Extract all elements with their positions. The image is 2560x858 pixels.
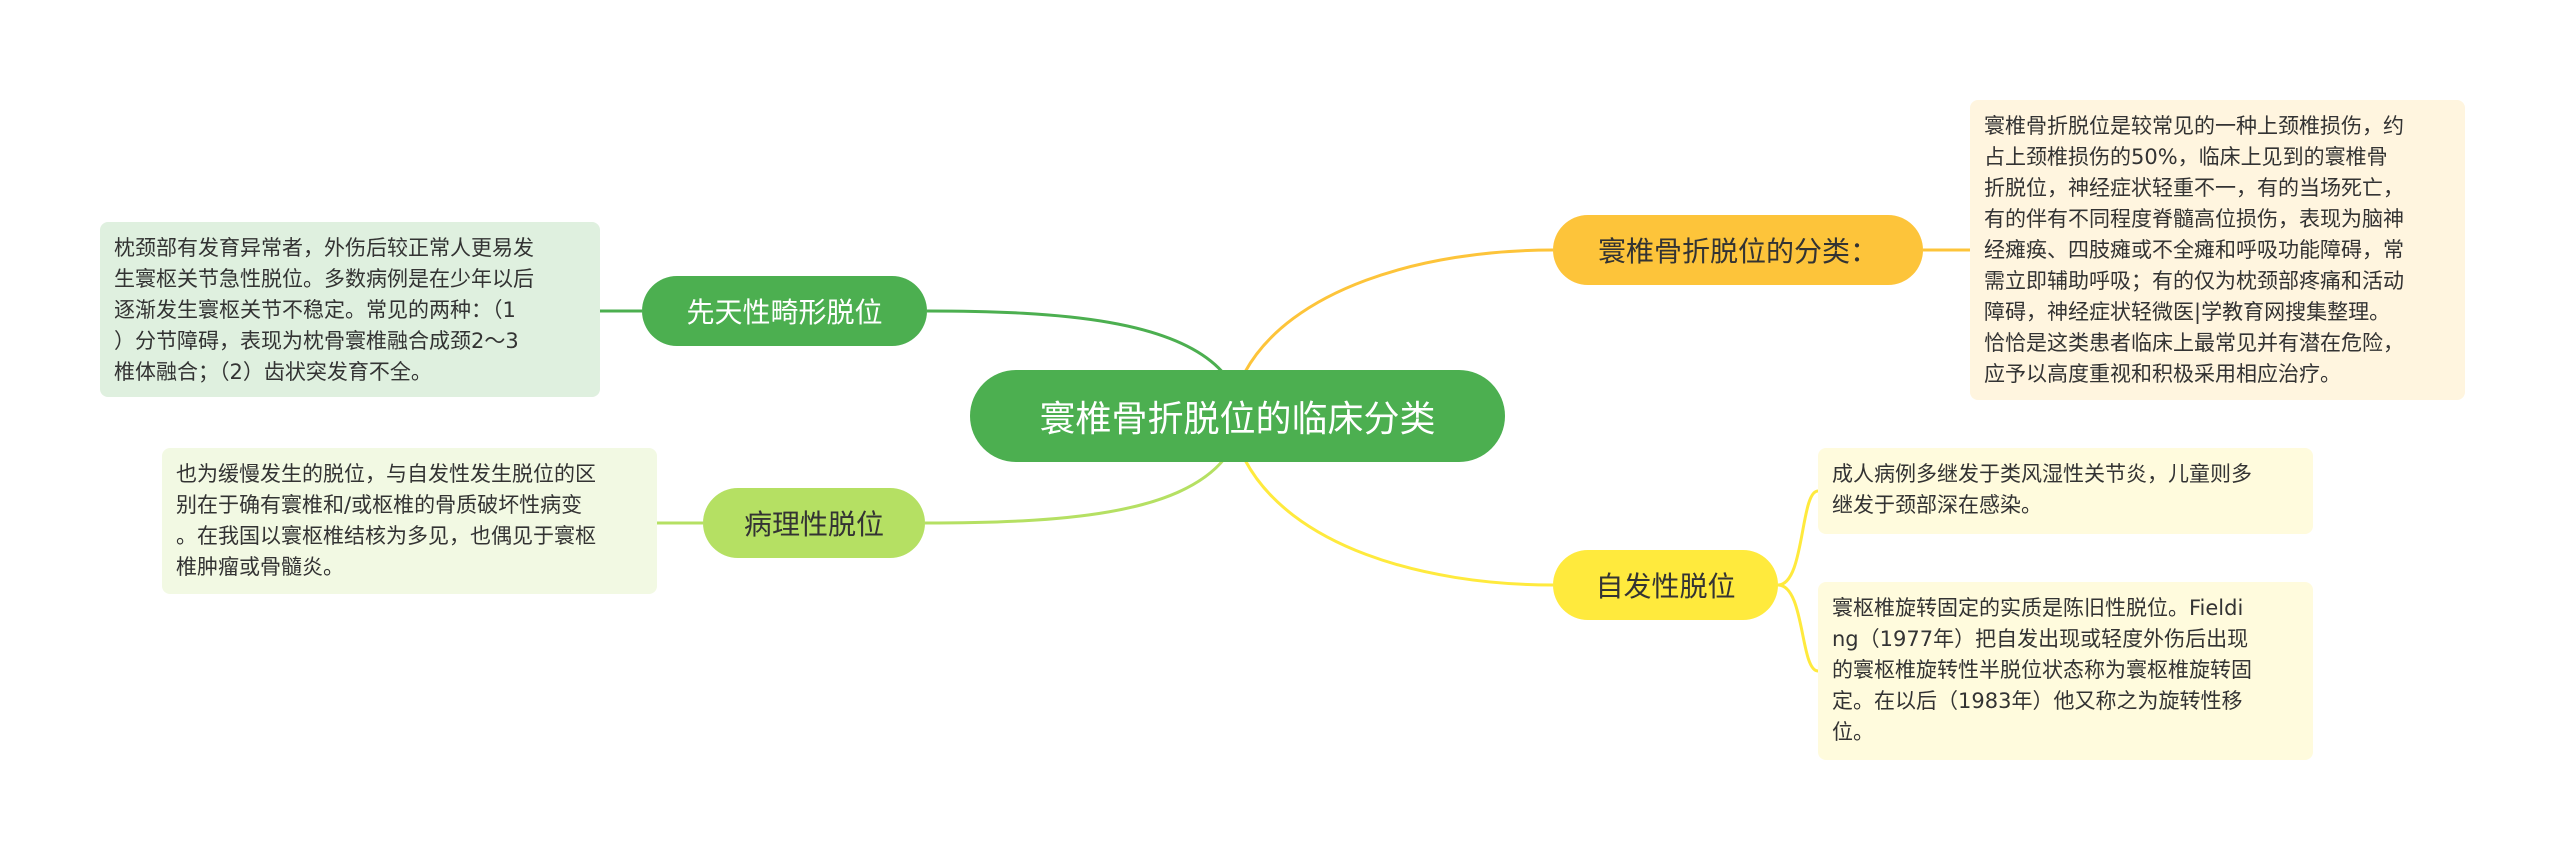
central-topic-label: 寰椎骨折脱位的临床分类 [1039,399,1436,440]
link-spontaneous-leaf1 [1777,489,1819,587]
branch-congenital-label: 先天性畸形脱位 [686,296,883,329]
leaf-spontaneous-adult-child[interactable]: 成人病例多继发于类风湿性关节炎，儿童则多 继发于颈部深在感染。 [1818,448,2313,534]
link-center-classification [1243,248,1554,373]
central-topic[interactable]: 寰椎骨折脱位的临床分类 [970,370,1505,462]
branch-spontaneous-label: 自发性脱位 [1595,570,1736,603]
branch-spontaneous-dislocation[interactable]: 自发性脱位 [1553,550,1778,620]
leaf-pathological-description[interactable]: 也为缓慢发生的脱位，与自发性发生脱位的区 别在于确有寰椎和/或枢椎的骨质破坏性病… [162,448,657,594]
branch-classification[interactable]: 寰椎骨折脱位的分类： [1553,215,1923,285]
link-center-congenital [926,309,1227,376]
link-center-spontaneous [1243,459,1554,587]
branch-pathological-label: 病理性脱位 [743,508,884,541]
leaf-congenital-description[interactable]: 枕颈部有发育异常者，外伤后较正常人更易发 生寰枢关节急性脱位。多数病例是在少年以… [100,222,600,397]
link-spontaneous-leaf2 [1777,583,1819,673]
branch-congenital-dislocation[interactable]: 先天性畸形脱位 [642,276,927,346]
link-center-pathological [924,457,1227,525]
leaf-classification-description[interactable]: 寰椎骨折脱位是较常见的一种上颈椎损伤，约 占上颈椎损伤的50%，临床上见到的寰椎… [1970,100,2465,400]
leaf-spontaneous-rotatory-fixation[interactable]: 寰枢椎旋转固定的实质是陈旧性脱位。Fieldi ng（1977年）把自发出现或轻… [1818,582,2313,760]
branch-pathological-dislocation[interactable]: 病理性脱位 [703,488,925,558]
branch-classification-label: 寰椎骨折脱位的分类： [1597,235,1878,268]
